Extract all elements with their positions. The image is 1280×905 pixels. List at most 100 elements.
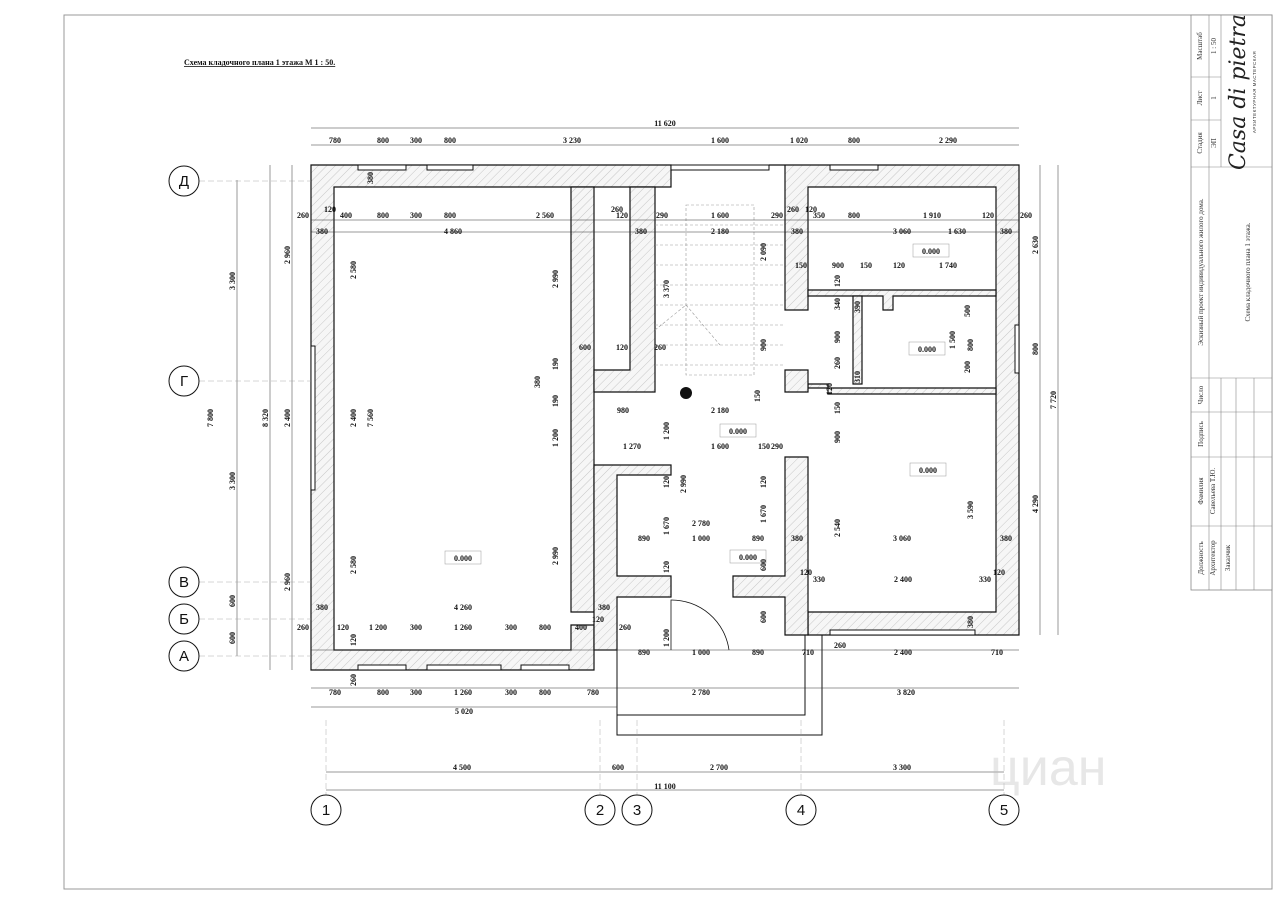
dim-misc: 380 (533, 376, 542, 388)
dimension-lines (236, 127, 1059, 791)
stamp-sig-name: Фамилия (1197, 477, 1205, 505)
dim-left-outer: 3 300 (228, 272, 237, 290)
walls (310, 164, 1020, 671)
dim-right-room: 800 (966, 339, 975, 351)
dim-stair: 1 670 (759, 505, 768, 523)
dim-right-total: 7 720 (1049, 391, 1058, 409)
dim-misc: 120 (616, 343, 628, 352)
level-marks: 0.000 0.000 0.000 0.000 0.000 0.000 (444, 243, 950, 565)
dim-stair: 2 990 (679, 475, 688, 493)
dim-misc: 380 (366, 172, 375, 184)
dim-bottom1: 780 (329, 688, 341, 697)
level-mark-hall: 0.000 (729, 427, 747, 436)
axis-label-b: Б (179, 611, 189, 628)
dim-bottom2: 300 (505, 623, 517, 632)
title-block: Масштаб Лист Стадия 1 : 50 1 ЭП Casa di … (1190, 14, 1273, 591)
dim-top2: 800 (848, 211, 860, 220)
dim-bottom2: 890 (752, 648, 764, 657)
stamp-sig-signature: Подпись (1197, 421, 1205, 447)
stamp-sig-role: Должность (1197, 541, 1205, 574)
stamp-sheet-name: Схема кладочного плана 1 этажа. (1244, 222, 1252, 321)
dim-left-outer: 3 300 (228, 472, 237, 490)
dim-axis-bottom: 600 (612, 763, 624, 772)
dim-right-room: 150 (860, 261, 872, 270)
dim-top3: 4 860 (444, 227, 462, 236)
dim-misc: 260 (349, 674, 358, 686)
dim-top3: 380 (316, 227, 328, 236)
dim-top2: 2 560 (536, 211, 554, 220)
windows (310, 164, 1020, 671)
dim-top1: 780 (329, 136, 341, 145)
stamp-role: Архитектор (1209, 540, 1217, 576)
axis-label-a: А (179, 648, 189, 665)
dim-overall-bottom: 11 100 (654, 782, 676, 791)
dim-stair: 150 (753, 390, 762, 402)
stamp-value-stage: ЭП (1210, 138, 1218, 148)
staircase (654, 204, 785, 376)
dim-right-room: 390 (853, 301, 862, 313)
dim-stair: 120 (662, 476, 671, 488)
dim-left-inner2: 2 580 (349, 261, 358, 279)
dim-bottom2: 120 (337, 623, 349, 632)
dim-axis-bottom: 2 700 (710, 763, 728, 772)
dim-right-room: 340 (833, 298, 842, 310)
dim-bottom2: 890 (638, 648, 650, 657)
dim-right-room: 330 (813, 575, 825, 584)
dim-right-room: 150 (795, 261, 807, 270)
dim-right-room: 1 500 (948, 331, 957, 349)
dim-bottom2: 300 (410, 623, 422, 632)
dim-stair: 3 370 (662, 280, 671, 298)
dim-top1: 1 600 (711, 136, 729, 145)
dim-right-room: 120 (993, 568, 1005, 577)
dim-right-room: 900 (833, 431, 842, 443)
dim-right-room: 150 (833, 402, 842, 414)
dim-left-inner2: 2 400 (349, 409, 358, 427)
dim-left-outer: 600 (228, 595, 237, 607)
dim-top1: 300 (410, 136, 422, 145)
dim-right-room: 600 (759, 559, 768, 571)
dim-stair: 1 000 (692, 534, 710, 543)
drawing-title: Схема кладочного плана 1 этажа М 1 : 50. (184, 58, 335, 67)
studio-logo: Casa di pietra (1226, 14, 1251, 170)
axis-markers-letters: Д Г В Б А (168, 165, 200, 672)
dim-top2: 120 (616, 211, 628, 220)
dim-bottom2: 2 400 (894, 648, 912, 657)
dim-left-inner2: 7 560 (366, 409, 375, 427)
dim-left-total: 8 320 (261, 409, 270, 427)
dim-top3: 2 180 (711, 227, 729, 236)
dimension-texts: 11 620 780 800 300 800 3 230 1 600 1 020… (206, 119, 1058, 791)
axis-lines (199, 180, 1005, 795)
dim-stair: 1 200 (662, 629, 671, 647)
dim-bottom1: 800 (539, 688, 551, 697)
axis-label-5: 5 (1000, 802, 1008, 819)
stamp-header-scale: Масштаб (1196, 32, 1204, 60)
dim-stair: 2 780 (692, 519, 710, 528)
dim-top2: 1 910 (923, 211, 941, 220)
dim-left-inner2: 2 580 (349, 556, 358, 574)
dim-top2: 290 (656, 211, 668, 220)
axis-label-d: Д (179, 173, 189, 190)
stamp-header-stage: Стадия (1196, 132, 1204, 154)
level-mark-room-ne: 0.000 (922, 247, 940, 256)
level-mark-room-se: 0.000 (919, 466, 937, 475)
dim-misc: 4 260 (454, 603, 472, 612)
dim-top2: 290 (771, 211, 783, 220)
dim-mid: 2 990 (551, 547, 560, 565)
dim-bottom1: 3 820 (897, 688, 915, 697)
dim-right-room: 3 060 (893, 534, 911, 543)
dim-top2: 260 (297, 211, 309, 220)
dim-left-inner: 2 960 (283, 573, 292, 591)
dim-right-room: 120 (833, 275, 842, 287)
axis-label-g: Г (180, 373, 188, 390)
dim-top2: 120 (982, 211, 994, 220)
dim-top3: 1 630 (948, 227, 966, 236)
axis-label-4: 4 (797, 802, 805, 819)
dim-top3: 380 (1000, 227, 1012, 236)
stamp-header-sheet: Лист (1196, 91, 1204, 106)
dim-stair: 1 270 (623, 442, 641, 451)
dim-top1: 800 (377, 136, 389, 145)
dim-top1: 800 (848, 136, 860, 145)
dim-stair: 120 (759, 476, 768, 488)
dim-right-room: 120 (825, 383, 834, 395)
dim-left-outer: 600 (228, 632, 237, 644)
